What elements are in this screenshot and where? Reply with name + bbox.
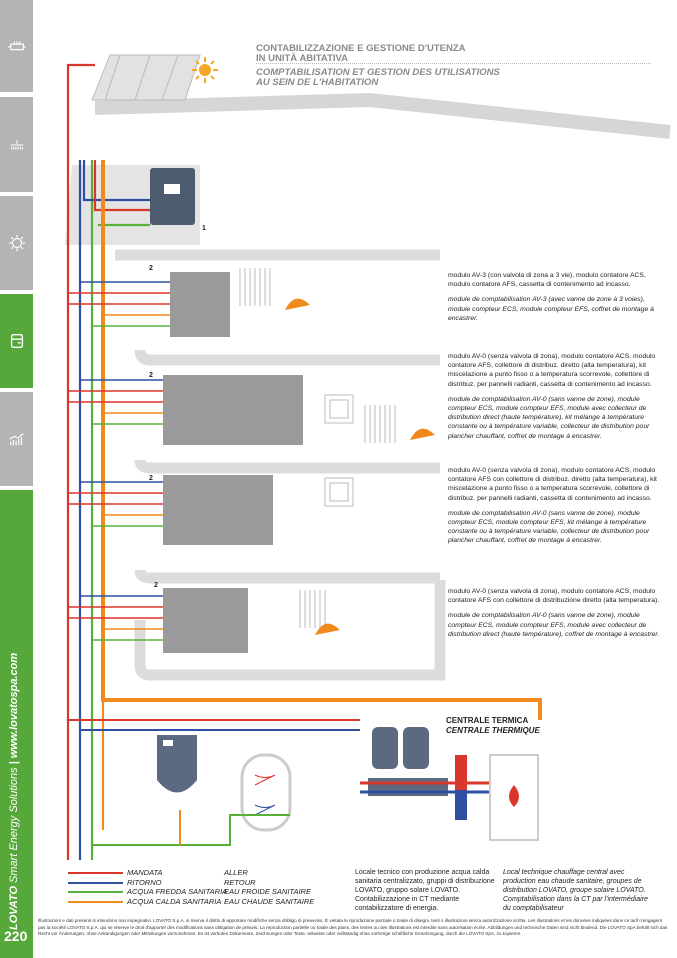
legend-label-fr: EAU FROIDE SANITAIRE	[224, 887, 311, 896]
disclaimer: Illustrazioni e dati presenti si intendo…	[38, 918, 668, 936]
chart-icon	[8, 433, 24, 446]
legend-label-it: ACQUA FREDDA SANITARIA	[127, 887, 228, 896]
heat-exchangers	[360, 727, 500, 820]
main-hot-water-line	[101, 160, 542, 720]
legend-label-fr: RETOUR	[224, 877, 256, 887]
sidebar-tab-sanitary[interactable]	[0, 97, 33, 192]
meter-box-icon	[10, 334, 23, 348]
legend-swatch	[68, 891, 123, 893]
description-it: modulo AV-0 (senza valvola di zona), mod…	[448, 353, 656, 388]
label-2: 2	[149, 372, 153, 379]
legend-label-it: ACQUA CALDA SANITARIA	[127, 896, 222, 906]
description-it: modulo AV-3 (con valvola di zona a 3 vie…	[448, 272, 646, 289]
legend-swatch	[68, 881, 123, 884]
legend-swatch	[68, 900, 123, 903]
radiator-icon	[299, 590, 326, 628]
floor-heating-icon	[324, 394, 354, 424]
flame-icon	[509, 785, 519, 807]
central-heating-fr: CENTRALE THERMIQUE	[446, 726, 540, 735]
boiler	[157, 735, 197, 793]
label-1: 1	[202, 225, 206, 232]
description-fr: module de comptabilisation AV-0 (sans va…	[448, 612, 660, 638]
shower-icons	[285, 298, 435, 635]
description-it: modulo AV-0 (senza valvola di zona), mod…	[448, 588, 660, 605]
page-number: 220	[4, 928, 28, 944]
technical-room-fr: Local technique chauffage central avec p…	[503, 869, 648, 912]
sidebar-tab-radiators[interactable]	[0, 0, 33, 92]
title-fr-line1: COMPTABILISATION ET GESTION DES UTILISAT…	[256, 67, 500, 78]
legend-label-fr: ALLER	[224, 868, 248, 877]
shower-icon	[10, 139, 23, 149]
description-it: modulo AV-0 (senza valvola di zona), mod…	[448, 467, 657, 502]
description-fr: module de comptabilisation AV-3 (avec va…	[448, 296, 654, 322]
title-fr-line2: AU SEIN DE L'HABITATION	[256, 77, 379, 88]
central-heating-it: CENTRALE TERMICA	[446, 716, 529, 725]
legend-label-it: MANDATA	[127, 868, 163, 877]
radiator-icon	[7, 41, 26, 51]
legend-swatch	[68, 872, 123, 874]
label-2: 2	[154, 582, 158, 589]
module-description: modulo AV-0 (senza valvola di zona), mod…	[448, 587, 663, 645]
module-av0-floor4	[163, 588, 248, 653]
legend-label-it: RITORNO	[127, 877, 162, 887]
technical-room-it: Locale tecnico con produzione acqua cald…	[355, 869, 495, 912]
sun-icon	[192, 57, 218, 83]
legend-label-fr: EAU CHAUDE SANITAIRE	[224, 896, 315, 906]
title-it-line2: IN UNITÀ ABITATIVA	[256, 53, 348, 64]
central-meter-box	[150, 168, 195, 225]
module-description: modulo AV-0 (senza valvola di zona), mod…	[448, 352, 663, 447]
header-divider	[256, 63, 651, 64]
floor-slabs	[115, 249, 446, 681]
radiator-icon	[239, 268, 271, 306]
label-2: 2	[149, 475, 153, 482]
description-fr: module de comptabilisation AV-0 (sans va…	[448, 395, 650, 440]
module-av0-floor2	[163, 375, 303, 445]
module-av3	[170, 272, 230, 337]
radiator-icon	[364, 405, 396, 443]
sidebar-tab-solar[interactable]	[0, 196, 33, 290]
sidebar-tab-metering[interactable]	[0, 294, 33, 388]
module-description: modulo AV-0 (senza valvola di zona), mod…	[448, 466, 663, 552]
sun-icon	[8, 234, 25, 252]
sidebar-brand-strip	[0, 490, 33, 958]
floor-heating-icon	[324, 477, 354, 507]
terminal-units	[239, 268, 396, 628]
storage-tank	[240, 753, 292, 832]
title-it-line1: CONTABILIZZAZIONE E GESTIONE D'UTENZA	[256, 43, 466, 54]
roof	[94, 92, 671, 139]
module-av0-floor3	[163, 475, 273, 545]
solar-panel-icon	[91, 54, 201, 101]
module-description: modulo AV-3 (con valvola di zona a 3 vie…	[448, 271, 663, 329]
boiler-room-pipes	[68, 719, 360, 846]
description-fr: module de comptabilisation AV-0 (sans va…	[448, 509, 650, 545]
central-heating-label: CENTRALE TERMICA CENTRALE THERMIQUE	[446, 716, 540, 736]
modules	[163, 272, 303, 653]
sidebar-tab-energy[interactable]	[0, 392, 33, 486]
label-2: 2	[149, 265, 153, 272]
